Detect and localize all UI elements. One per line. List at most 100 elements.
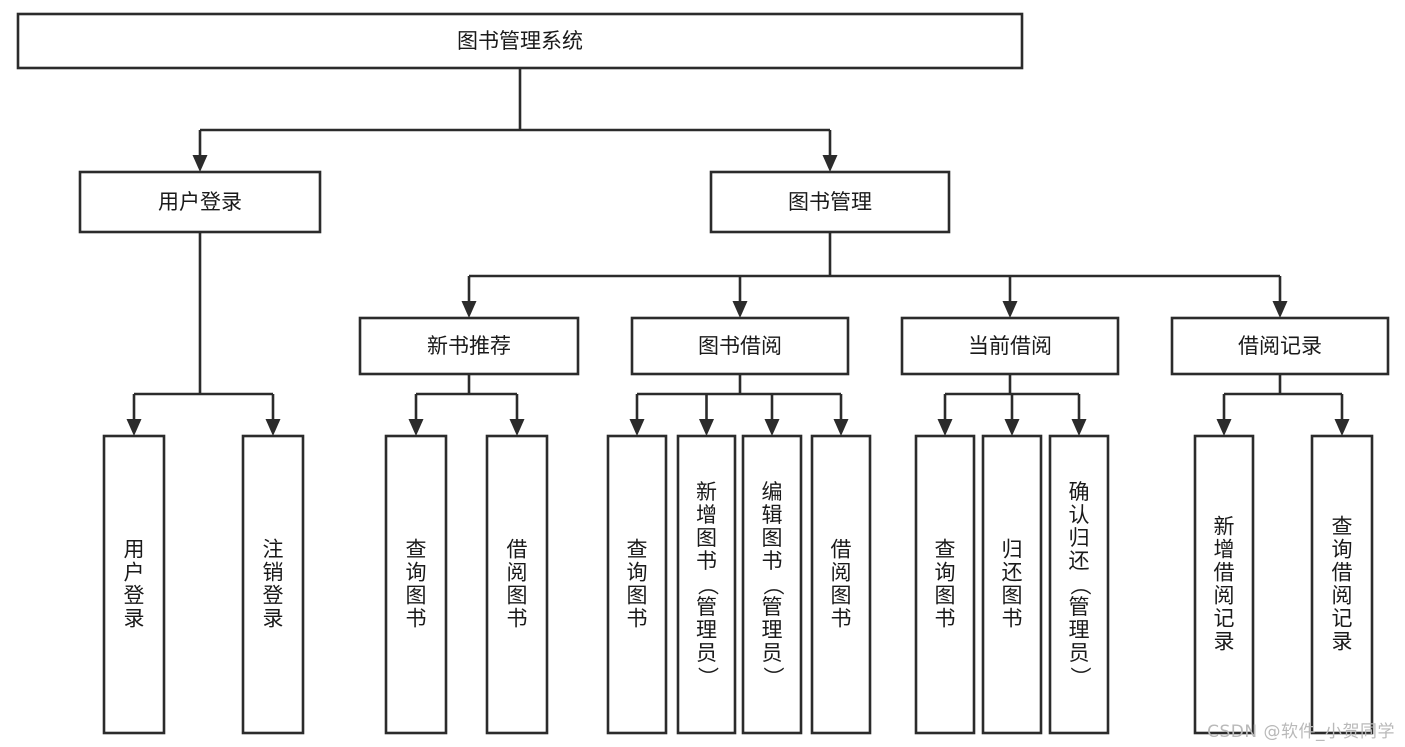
node-label-char: 图 [831, 583, 852, 607]
node-borrow-record[interactable]: 借阅记录 [1170, 316, 1390, 376]
edge-arrowhead [629, 419, 645, 436]
node-box [676, 434, 737, 735]
node-label: 借阅记录 [1238, 334, 1322, 358]
node-box [384, 434, 448, 735]
node-label-char: 登 [124, 583, 145, 607]
edge-arrowhead [408, 419, 424, 436]
node-label-char: 理 [762, 618, 783, 642]
node-label-char: 书 [935, 606, 956, 630]
node-box [914, 434, 976, 735]
node-label-char: 书 [406, 606, 427, 630]
edge-arrowhead [1334, 419, 1350, 436]
node-box [810, 434, 872, 735]
node-label-char: 书 [507, 606, 528, 630]
edge-arrowhead [1216, 419, 1232, 436]
node-label-char: 管 [762, 595, 783, 619]
node-new-book-recommend[interactable]: 新书推荐 [358, 316, 580, 376]
node-label-char: 认 [1069, 503, 1090, 527]
node-label-char: 员 [696, 641, 717, 665]
node-label-char: 辑 [762, 503, 783, 527]
node-label-char: 图 [627, 583, 648, 607]
edge-arrowhead [699, 419, 714, 436]
node-label-char: 查 [406, 537, 427, 561]
node-box [1048, 434, 1110, 735]
node-label-char: 书 [696, 549, 717, 573]
node-label-char: 用 [124, 537, 145, 561]
edge-arrowhead [822, 155, 838, 172]
node-label-char: 理 [696, 618, 717, 642]
node-label-char: 新 [696, 480, 717, 504]
node-label-char: 查 [627, 537, 648, 561]
node-label-char: 还 [1002, 560, 1023, 584]
nodes-layer: 图书管理系统用户登录图书管理新书推荐图书借阅当前借阅借阅记录用户登录注销登录查询… [16, 12, 1390, 735]
node-label-char: 询 [406, 560, 427, 584]
node-label-char: 增 [1214, 537, 1235, 561]
edge-group-current-borrow [937, 374, 1087, 436]
edge-group-user-login [126, 232, 281, 436]
node-label-char: 书 [831, 606, 852, 630]
edge-arrowhead [1071, 419, 1087, 436]
node-box [485, 434, 549, 735]
node-label-char: 销 [263, 560, 284, 584]
node-label-char: 登 [263, 583, 284, 607]
edge-arrowhead [126, 419, 142, 436]
node-label-char: ） [1068, 666, 1092, 687]
node-label-char: ） [696, 666, 720, 687]
node-label-char: 询 [935, 560, 956, 584]
node-label: 图书管理 [788, 190, 872, 214]
node-box [630, 316, 850, 376]
edge-group-new-book-recommend [408, 374, 525, 436]
node-book-management[interactable]: 图书管理 [709, 170, 951, 234]
node-label-char: 录 [1214, 629, 1235, 653]
node-label-char: 查 [935, 537, 956, 561]
node-label-char: 录 [263, 606, 284, 630]
node-label: 图书管理系统 [457, 29, 583, 53]
node-label-char: （ [761, 574, 785, 595]
edge-group-root [192, 68, 838, 172]
node-root[interactable]: 图书管理系统 [16, 12, 1024, 70]
node-label-char: 新 [1214, 514, 1235, 538]
node-label-char: 确 [1069, 480, 1090, 504]
node-box [358, 316, 580, 376]
node-user-login[interactable]: 用户登录 [78, 170, 322, 234]
node-label-char: 员 [1069, 641, 1090, 665]
node-label-char: 归 [1002, 537, 1023, 561]
node-label-char: 图 [406, 583, 427, 607]
node-label-char: 记 [1332, 606, 1353, 630]
edge-arrowhead [937, 419, 953, 436]
edges-layer [126, 68, 1350, 436]
node-box [981, 434, 1043, 735]
node-label: 图书借阅 [698, 334, 782, 358]
node-label-char: 归 [1069, 526, 1090, 550]
node-box [78, 170, 322, 234]
node-current-borrow[interactable]: 当前借阅 [900, 316, 1120, 376]
edge-arrowhead [509, 419, 525, 436]
node-book-borrow[interactable]: 图书借阅 [630, 316, 850, 376]
node-box [241, 434, 305, 735]
edge-arrowhead [265, 419, 281, 436]
node-label-char: 图 [1002, 583, 1023, 607]
node-label-char: 编 [762, 480, 783, 504]
node-label: 当前借阅 [968, 334, 1052, 358]
watermark-text: CSDN @软件_小贺同学 [1207, 722, 1395, 742]
node-label-char: 图 [935, 583, 956, 607]
node-label-char: 注 [263, 537, 284, 561]
node-leaf-user-login[interactable]: 用户登录 [102, 434, 166, 735]
node-box [709, 170, 951, 234]
node-label-char: 借 [831, 537, 852, 561]
node-label-char: 阅 [831, 560, 852, 584]
